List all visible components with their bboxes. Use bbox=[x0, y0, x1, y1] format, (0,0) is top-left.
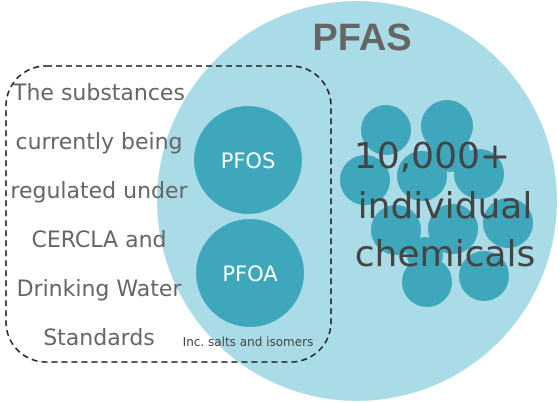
pfoa-circle bbox=[196, 219, 304, 327]
chemical-bubbles bbox=[340, 100, 533, 307]
regulated-dashed-outline bbox=[5, 65, 332, 363]
regulated-line-3: regulated under bbox=[10, 179, 188, 204]
salts-isomers-note: Inc. salts and isomers bbox=[183, 335, 314, 349]
regulated-line-4: CERCLA and bbox=[31, 228, 166, 253]
others-line-1: 10,000+ bbox=[354, 136, 510, 177]
chemical-bubble bbox=[459, 251, 509, 301]
others-line-3: chemicals bbox=[355, 234, 535, 275]
chemical-bubble bbox=[407, 237, 443, 273]
pfos-label: PFOS bbox=[221, 149, 276, 173]
regulated-line-6: Standards bbox=[43, 326, 155, 351]
regulated-line-5: Drinking Water bbox=[17, 277, 183, 302]
pfos-circle bbox=[194, 106, 302, 214]
regulated-line-1: The substances bbox=[12, 81, 185, 106]
regulated-line-2: currently being bbox=[15, 130, 182, 155]
chemical-bubble bbox=[340, 155, 390, 205]
regulated-description: The substances currently being regulated… bbox=[10, 81, 188, 351]
chemical-bubble bbox=[430, 132, 470, 172]
chemical-bubble bbox=[483, 198, 533, 248]
chemical-bubble bbox=[371, 205, 421, 255]
chemical-bubble bbox=[428, 204, 478, 254]
pfoa-label: PFOA bbox=[222, 262, 278, 286]
chemical-bubble bbox=[361, 105, 411, 155]
pfas-title: PFAS bbox=[312, 17, 411, 59]
others-line-2: individual bbox=[358, 186, 533, 227]
